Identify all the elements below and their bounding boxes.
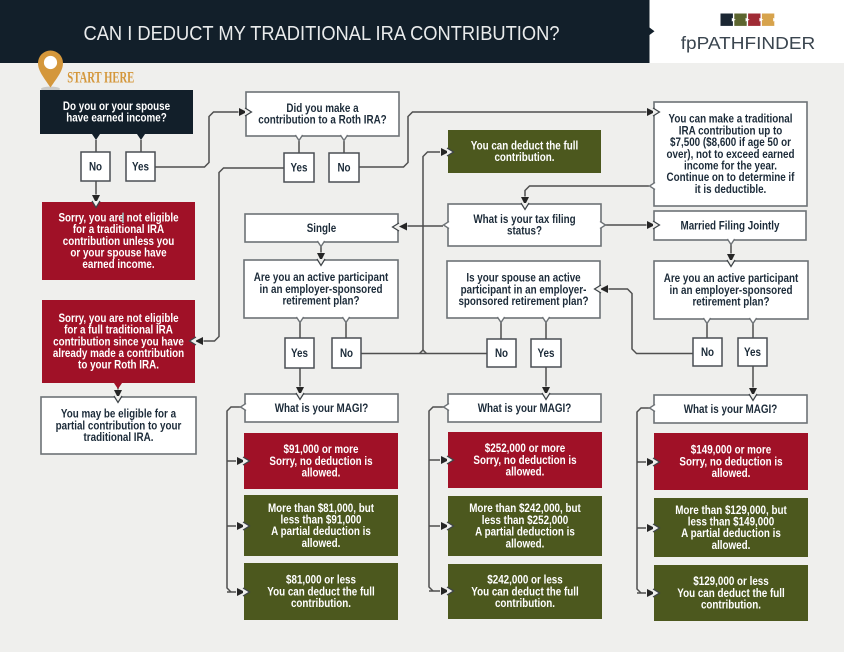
svg-text:You can deduct the full: You can deduct the full [677, 586, 785, 600]
svg-text:allowed.: allowed. [302, 466, 341, 480]
svg-text:income for the year.: income for the year. [684, 159, 777, 173]
svg-text:Yes: Yes [291, 346, 308, 360]
svg-text:Did you make a: Did you make a [286, 101, 358, 115]
svg-text:A partial deduction is: A partial deduction is [271, 524, 371, 538]
svg-text:contribution to a Roth IRA?: contribution to a Roth IRA? [258, 113, 386, 127]
svg-text:Yes: Yes [538, 346, 555, 360]
svg-text:Yes: Yes [291, 160, 308, 174]
svg-text:No: No [701, 345, 714, 359]
svg-text:for a full traditional IRA: for a full traditional IRA [64, 323, 173, 337]
svg-text:retirement plan?: retirement plan? [282, 294, 359, 308]
svg-text:status?: status? [507, 224, 542, 238]
svg-text:over), not to exceed earned: over), not to exceed earned [667, 147, 795, 161]
svg-text:participant in an employer-: participant in an employer- [461, 282, 587, 296]
svg-text:A partial deduction is: A partial deduction is [475, 525, 575, 539]
svg-text:Sorry, you are not eligible: Sorry, you are not eligible [58, 210, 178, 224]
svg-text:allowed.: allowed. [712, 466, 751, 480]
svg-text:Single: Single [307, 221, 337, 235]
svg-text:allowed.: allowed. [712, 538, 751, 552]
svg-text:What is your MAGI?: What is your MAGI? [275, 401, 369, 415]
svg-text:$91,000 or more: $91,000 or more [284, 442, 359, 456]
svg-text:allowed.: allowed. [302, 536, 341, 550]
svg-text:You can deduct the full: You can deduct the full [471, 139, 579, 153]
svg-text:for a traditional IRA: for a traditional IRA [73, 222, 165, 236]
svg-text:retirement plan?: retirement plan? [692, 295, 769, 309]
svg-text:traditional IRA.: traditional IRA. [84, 430, 154, 444]
svg-text:contribution.: contribution. [701, 598, 761, 612]
svg-text:Married Filing Jointly: Married Filing Jointly [681, 218, 780, 232]
svg-text:in an employer-sponsored: in an employer-sponsored [670, 283, 793, 297]
svg-text:partial contribution to your: partial contribution to your [56, 418, 182, 432]
svg-text:Are you an active participant: Are you an active participant [254, 270, 389, 284]
svg-text:have earned income?: have earned income? [66, 111, 167, 125]
svg-text:Are you an active participant: Are you an active participant [664, 271, 799, 285]
svg-text:Sorry, no deduction is: Sorry, no deduction is [269, 454, 372, 468]
svg-text:contribution unless you: contribution unless you [63, 234, 175, 248]
svg-text:contribution.: contribution. [494, 150, 554, 164]
svg-text:No: No [495, 346, 508, 360]
svg-text:More than $242,000, but: More than $242,000, but [469, 501, 581, 515]
svg-text:What is your tax filing: What is your tax filing [473, 212, 575, 226]
svg-text:or your spouse have: or your spouse have [70, 246, 166, 260]
svg-text:already made a contribution: already made a contribution [53, 346, 184, 360]
svg-text:it is deductible.: it is deductible. [695, 182, 767, 196]
svg-text:More than $81,000, but: More than $81,000, but [268, 501, 374, 515]
svg-text:$81,000 or less: $81,000 or less [286, 573, 356, 587]
svg-text:earned income.: earned income. [82, 257, 154, 271]
svg-text:Sorry, no deduction is: Sorry, no deduction is [679, 454, 782, 468]
svg-text:You may be eligible for a: You may be eligible for a [61, 407, 176, 421]
svg-text:allowed.: allowed. [506, 536, 545, 550]
svg-text:Continue on to determine if: Continue on to determine if [667, 170, 796, 184]
svg-text:CAN I DEDUCT MY TRADITIONAL IR: CAN I DEDUCT MY TRADITIONAL IRA CONTRIBU… [84, 23, 560, 45]
svg-text:to your Roth IRA.: to your Roth IRA. [78, 358, 159, 372]
svg-text:START HERE: START HERE [67, 68, 134, 87]
svg-text:less than $91,000: less than $91,000 [281, 513, 362, 527]
svg-text:contribution since you have: contribution since you have [53, 334, 184, 348]
svg-text:No: No [340, 346, 353, 360]
svg-text:Is your spouse an active: Is your spouse an active [466, 271, 581, 285]
svg-text:No: No [337, 160, 350, 174]
svg-text:$252,000 or more: $252,000 or more [485, 441, 566, 455]
svg-text:You can deduct the full: You can deduct the full [471, 584, 579, 598]
svg-text:$149,000 or more: $149,000 or more [691, 443, 772, 457]
svg-text:A partial deduction is: A partial deduction is [681, 526, 781, 540]
svg-text:fpPATHFINDER: fpPATHFINDER [681, 33, 816, 53]
svg-text:$7,500 ($8,600 if age 50 or: $7,500 ($8,600 if age 50 or [670, 135, 791, 149]
svg-text:No: No [89, 159, 102, 173]
svg-text:less than $252,000: less than $252,000 [482, 513, 569, 527]
svg-text:sponsored retirement plan?: sponsored retirement plan? [458, 294, 588, 308]
svg-text:What is your MAGI?: What is your MAGI? [478, 401, 572, 415]
svg-text:in an employer-sponsored: in an employer-sponsored [260, 282, 383, 296]
svg-text:You can make a traditional: You can make a traditional [669, 112, 793, 126]
svg-text:IRA contribution up to: IRA contribution up to [679, 123, 783, 137]
svg-text:$129,000 or less: $129,000 or less [693, 574, 769, 588]
svg-text:More than $129,000, but: More than $129,000, but [675, 503, 787, 517]
svg-text:allowed.: allowed. [506, 465, 545, 479]
svg-text:Yes: Yes [132, 159, 149, 173]
svg-text:contribution.: contribution. [291, 596, 351, 610]
svg-text:Yes: Yes [744, 345, 761, 359]
svg-text:What is your MAGI?: What is your MAGI? [684, 402, 778, 416]
svg-text:contribution.: contribution. [495, 596, 555, 610]
svg-text:You can deduct the full: You can deduct the full [267, 584, 375, 598]
svg-text:Do you or your spouse: Do you or your spouse [63, 99, 170, 113]
svg-text:less than $149,000: less than $149,000 [688, 515, 775, 529]
svg-text:Sorry, you are not eligible: Sorry, you are not eligible [58, 311, 178, 325]
svg-text:$242,000 or less: $242,000 or less [487, 573, 563, 587]
svg-text:Sorry, no deduction is: Sorry, no deduction is [473, 453, 576, 467]
